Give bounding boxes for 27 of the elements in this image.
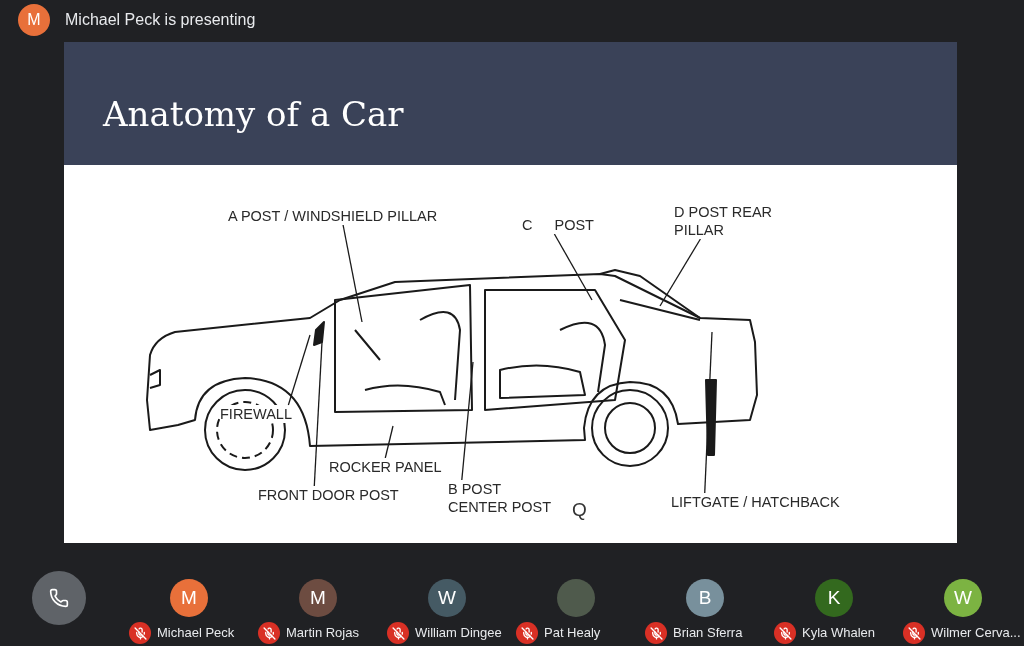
part-label: FIREWALL xyxy=(220,405,292,423)
leader-line xyxy=(342,224,363,323)
participant-name: Kyla Whalen xyxy=(802,625,875,640)
leader-line xyxy=(384,425,394,459)
participant-name: Martin Rojas xyxy=(286,625,359,640)
avatar: M xyxy=(18,4,50,36)
leader-line xyxy=(553,233,593,301)
leader-line xyxy=(313,341,323,487)
avatar: M xyxy=(170,579,208,617)
presenter-status: Michael Peck is presenting xyxy=(65,11,256,29)
avatar: W xyxy=(944,579,982,617)
avatar-photo-placeholder xyxy=(557,579,595,617)
slide-title: Anatomy of a Car xyxy=(103,94,404,134)
participant-name: William Dingee xyxy=(415,625,502,640)
letter-mark: Q xyxy=(572,499,587,521)
leader-line xyxy=(287,334,311,406)
avatar: K xyxy=(815,579,853,617)
leader-line xyxy=(461,361,474,481)
leader-line xyxy=(659,238,702,307)
avatar: B xyxy=(686,579,724,617)
participant-name: Michael Peck xyxy=(157,625,235,640)
avatar: M xyxy=(299,579,337,617)
participant-name: Pat Healy xyxy=(544,625,601,640)
participant-name: Wilmer Cerva... xyxy=(931,625,1021,640)
avatar: W xyxy=(428,579,466,617)
leader-line xyxy=(704,331,713,494)
participant-name: Brian Sferra xyxy=(673,625,743,640)
